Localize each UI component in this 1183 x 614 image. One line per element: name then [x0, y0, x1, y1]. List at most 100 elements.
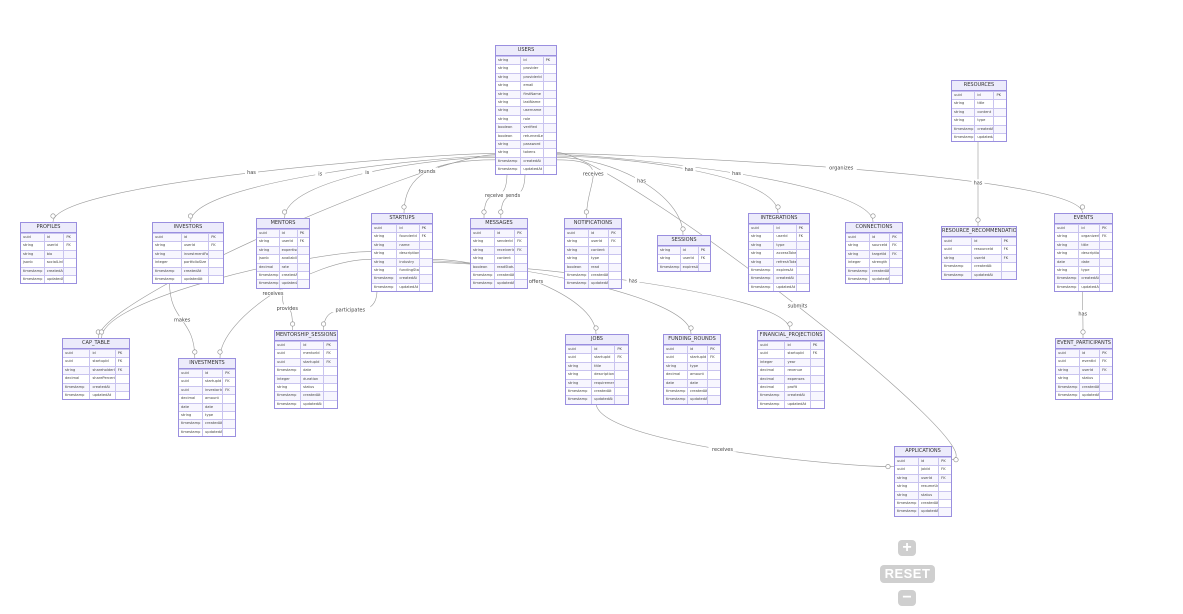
cardinality-marker: [1080, 329, 1086, 335]
column-type: decimal: [758, 374, 786, 384]
reset-button[interactable]: RESET: [880, 565, 935, 583]
relationship-label-bg: [635, 177, 648, 184]
column-type: uuid: [63, 357, 91, 367]
column-key: [222, 394, 235, 404]
column-key: FK: [938, 465, 951, 475]
cardinality-marker: [321, 321, 327, 327]
entity-title: FINANCIAL_PROJECTIONS: [758, 331, 824, 341]
column-key: PK: [608, 228, 621, 238]
column-type: string: [257, 245, 280, 255]
relationship-label: sends: [506, 193, 521, 199]
cardinality-marker: [885, 464, 891, 470]
column-type: uuid: [749, 223, 775, 233]
relationship-label-bg: [362, 168, 373, 175]
column-type: integer: [758, 357, 786, 367]
cardinality-marker: [680, 226, 686, 232]
zoom-out-button[interactable]: −: [898, 590, 916, 606]
column-key: PK: [514, 228, 527, 238]
column-name: startupId: [202, 377, 224, 387]
entity-row: jsonbsocialLinks: [21, 258, 76, 268]
column-type: date: [179, 402, 204, 412]
column-type: string: [895, 473, 920, 483]
cardinality-marker: [290, 321, 296, 327]
column-name: id: [680, 245, 699, 255]
column-name: id: [784, 340, 811, 350]
column-name: id: [181, 232, 210, 242]
relationship-label-bg: [172, 316, 192, 323]
zoom-in-button[interactable]: +: [898, 540, 916, 556]
column-type: timestamp: [664, 387, 689, 396]
column-name: updatedAt: [494, 279, 516, 288]
column-name: id: [279, 228, 298, 238]
column-type: string: [496, 114, 522, 124]
column-name: updatedAt: [520, 165, 544, 174]
column-type: string: [664, 361, 689, 371]
column-name: id: [202, 368, 224, 378]
column-key: [543, 89, 556, 99]
relationship-label-bg: [730, 169, 743, 176]
column-type: timestamp: [63, 382, 91, 392]
column-key: [707, 378, 720, 388]
relationship-label-bg: [330, 306, 371, 313]
relationship-label: organizes: [829, 166, 854, 172]
column-name: amount: [687, 370, 709, 380]
column-key: FK: [1099, 232, 1112, 242]
column-key: FK: [707, 353, 720, 363]
column-name: createdAt: [520, 156, 544, 166]
entity-title: RESOURCES: [952, 81, 1006, 91]
column-name: type: [1078, 266, 1101, 275]
column-key: [323, 383, 337, 392]
column-type: string: [1055, 240, 1080, 250]
relationship-label-bg: [579, 169, 608, 176]
column-key: [796, 282, 809, 292]
cardinality-marker: [50, 213, 56, 219]
column-name: createdAt: [1078, 274, 1101, 284]
column-name: content: [494, 254, 516, 264]
column-key: PK: [938, 456, 951, 466]
column-type: timestamp: [895, 507, 920, 516]
column-key: [707, 395, 720, 404]
column-name: date: [300, 366, 325, 376]
column-key: [608, 245, 621, 255]
entity-row: stringfundingStage: [372, 266, 432, 275]
column-type: date: [664, 378, 689, 388]
column-key: FK: [115, 365, 129, 375]
column-type: timestamp: [846, 275, 871, 284]
column-type: uuid: [275, 357, 302, 367]
relationship-label: has: [1078, 312, 1087, 318]
column-name: type: [974, 116, 995, 126]
column-key: [796, 257, 809, 267]
